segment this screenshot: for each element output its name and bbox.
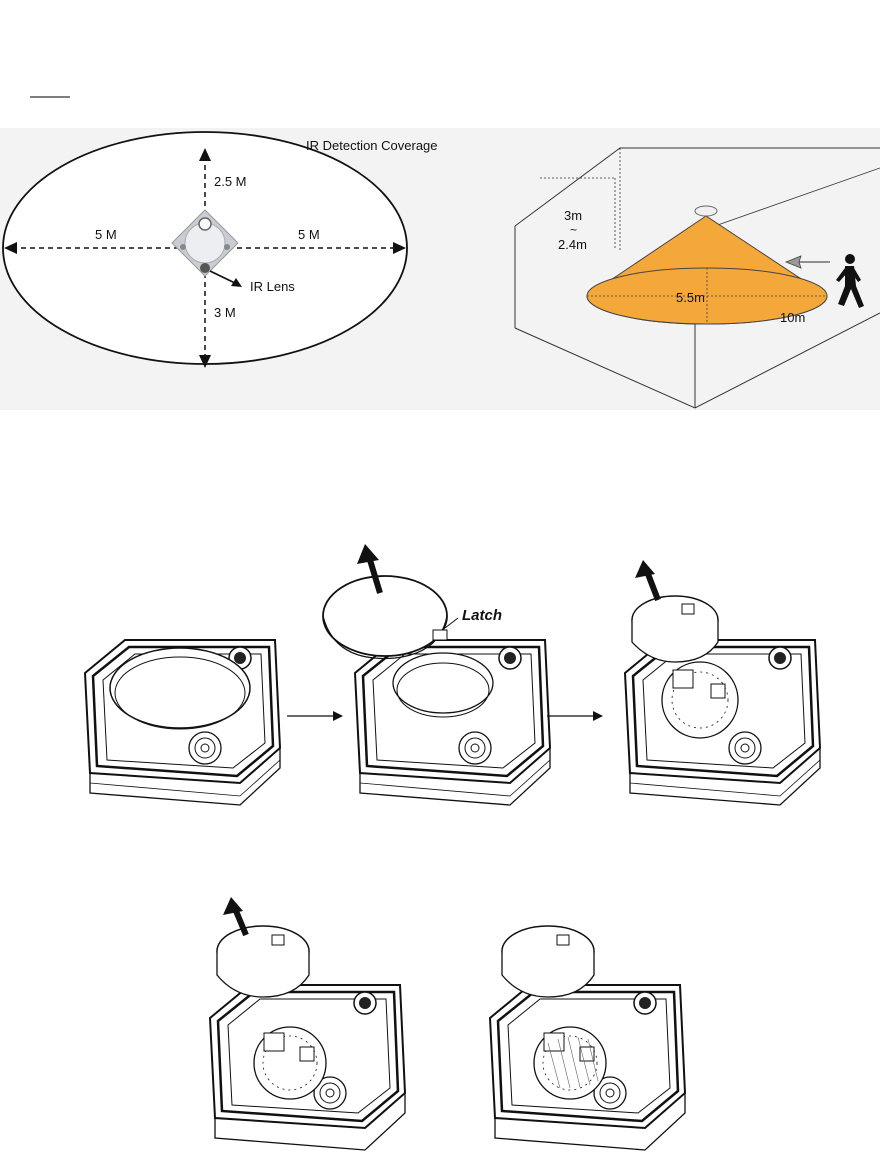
removal-steps-row-2 bbox=[180, 893, 710, 1155]
step-4-remove-module bbox=[210, 897, 405, 1150]
step-5-module-removed bbox=[490, 926, 685, 1150]
step-2-lift-cover: Latch bbox=[323, 544, 550, 805]
removal-steps-row-1: Latch bbox=[75, 538, 825, 813]
range-label: 10m bbox=[780, 310, 805, 325]
height-top-label: 3m bbox=[564, 208, 582, 223]
coverage-up-label: 2.5 M bbox=[214, 174, 247, 189]
arrow-up-icon bbox=[635, 560, 658, 600]
coverage-diagram: IR Detection Coverage 2.5 M 3 M 5 M 5 M … bbox=[0, 128, 490, 410]
ir-lens-label: IR Lens bbox=[250, 279, 295, 294]
coverage-down-label: 3 M bbox=[214, 305, 236, 320]
ceiling-sensor-icon bbox=[695, 206, 717, 216]
height-sep-label: ~ bbox=[570, 223, 577, 237]
room-diagram: 3m ~ 2.4m 5.5m 10m bbox=[490, 128, 880, 410]
arrow-right-icon bbox=[547, 711, 603, 721]
step-3-remove-module bbox=[625, 560, 820, 805]
step-1-sensor-closed bbox=[85, 640, 280, 805]
arrow-up-icon bbox=[223, 897, 246, 935]
coverage-title: IR Detection Coverage bbox=[306, 138, 438, 153]
height-bottom-label: 2.4m bbox=[558, 237, 587, 252]
coverage-right-label: 5 M bbox=[298, 227, 320, 242]
header-strip bbox=[0, 0, 880, 110]
diameter-label: 5.5m bbox=[676, 290, 705, 305]
coverage-left-label: 5 M bbox=[95, 227, 117, 242]
latch-label: Latch bbox=[462, 607, 502, 624]
arrow-right-icon bbox=[287, 711, 343, 721]
